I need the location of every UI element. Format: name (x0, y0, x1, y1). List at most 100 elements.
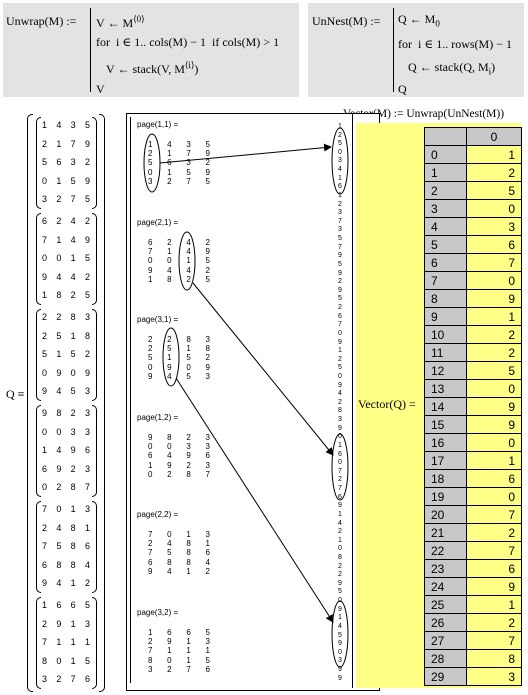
page-matrix-cell: 5 (186, 167, 191, 177)
unwrapped-value: 2 (338, 304, 342, 312)
page-matrix-cell: 9 (148, 265, 153, 275)
page-matrix-cell: 6 (205, 664, 210, 674)
page-matrix-cell: 3 (205, 637, 210, 647)
vector-table-value[interactable]: 0 (466, 271, 522, 290)
unwrapped-value: 4 (338, 622, 342, 630)
q-matrix-cell: 3 (84, 463, 90, 474)
unnest-program-box[interactable] (308, 3, 524, 97)
page-matrix-cell: 1 (186, 256, 191, 266)
q-matrix-cell: 1 (56, 349, 62, 359)
q-block-left-bracket (36, 405, 41, 497)
q-matrix-cell: 1 (42, 120, 48, 130)
page-matrix-cell: 3 (186, 442, 191, 452)
q-matrix-cell: 4 (70, 216, 76, 226)
vector-table-value[interactable]: 7 (466, 253, 522, 272)
unwrapped-value: 9 (338, 424, 342, 432)
page-matrix-cell: 4 (167, 451, 172, 461)
vector-table-value[interactable]: 0 (466, 433, 522, 452)
unnest-definition-label: UnNest(M) := (312, 14, 381, 28)
page-matrix-cell: 3 (148, 664, 153, 674)
vector-table-value[interactable]: 0 (466, 379, 522, 398)
vector-table-value[interactable]: 2 (466, 523, 522, 542)
vector-table-value[interactable]: 2 (466, 613, 522, 632)
page-matrix-cell: 2 (205, 158, 210, 168)
vector-table-value[interactable]: 1 (466, 307, 522, 326)
vector-definition[interactable]: Vector(M) := Unwrap(UnNest(M)) (343, 108, 505, 120)
page-matrix-cell: 9 (205, 362, 210, 372)
page-matrix-cell: 8 (167, 433, 172, 442)
q-matrix-cell: 1 (84, 522, 90, 533)
page-matrix-cell: 2 (186, 274, 191, 284)
vector-table-value[interactable]: 7 (466, 505, 522, 524)
vector-table-value[interactable]: 6 (466, 469, 522, 488)
vector-table-value[interactable]: 9 (466, 415, 522, 434)
vector-table-value[interactable]: 6 (466, 559, 522, 578)
pages-panel[interactable] (126, 113, 380, 691)
page-matrix-cell: 1 (186, 646, 191, 656)
unwrap-program-box[interactable] (3, 3, 299, 97)
q-matrix-cell: 8 (56, 559, 62, 570)
q-matrix-cell: 7 (70, 674, 76, 684)
q-matrix-cell: 6 (56, 600, 62, 610)
q-matrix-cell: 7 (70, 138, 76, 149)
vector-table-value[interactable]: 0 (466, 487, 522, 506)
unwrapped-value: 5 (338, 235, 342, 243)
q-matrix-cell: 1 (84, 637, 90, 647)
vector-table-value[interactable]: 2 (466, 343, 522, 362)
q-matrix-cell: 0 (42, 426, 48, 437)
vector-table-value[interactable]: 7 (466, 541, 522, 560)
page-matrix-cell: 0 (167, 530, 172, 539)
unwrapped-value: 0 (338, 329, 342, 337)
q-outer-left-bracket (27, 114, 33, 692)
page-matrix-cell: 2 (167, 176, 172, 186)
page-matrix-cell: 2 (148, 344, 153, 354)
q-matrix-cell: 1 (42, 290, 48, 300)
vector-table-value[interactable]: 9 (466, 289, 522, 308)
vector-table-value[interactable]: 6 (466, 235, 522, 254)
unwrapped-value: 4 (338, 519, 342, 527)
page-matrix-cell: 2 (167, 238, 172, 247)
vector-table-value[interactable]: 7 (466, 631, 522, 650)
q-matrix-cell: 9 (42, 271, 48, 282)
page-matrix-cell: 3 (205, 442, 210, 452)
page-matrix-cell: 7 (205, 469, 210, 479)
page-matrix-cell: 0 (148, 167, 153, 177)
page-matrix-cell: 1 (186, 344, 191, 354)
q-matrix-cell: 0 (42, 482, 48, 492)
page-matrix-cell: 7 (186, 176, 191, 186)
vector-table-value[interactable]: 3 (466, 667, 522, 686)
page-matrix-cell: 8 (186, 557, 191, 567)
unnest-program-bar (393, 8, 394, 92)
q-matrix-cell: 9 (42, 578, 48, 588)
unnest-line-4: Q (398, 82, 407, 96)
pages-panel-scrollbar[interactable] (352, 114, 353, 688)
q-matrix-cell: 4 (56, 120, 62, 130)
q-matrix-cell: 1 (42, 600, 48, 610)
